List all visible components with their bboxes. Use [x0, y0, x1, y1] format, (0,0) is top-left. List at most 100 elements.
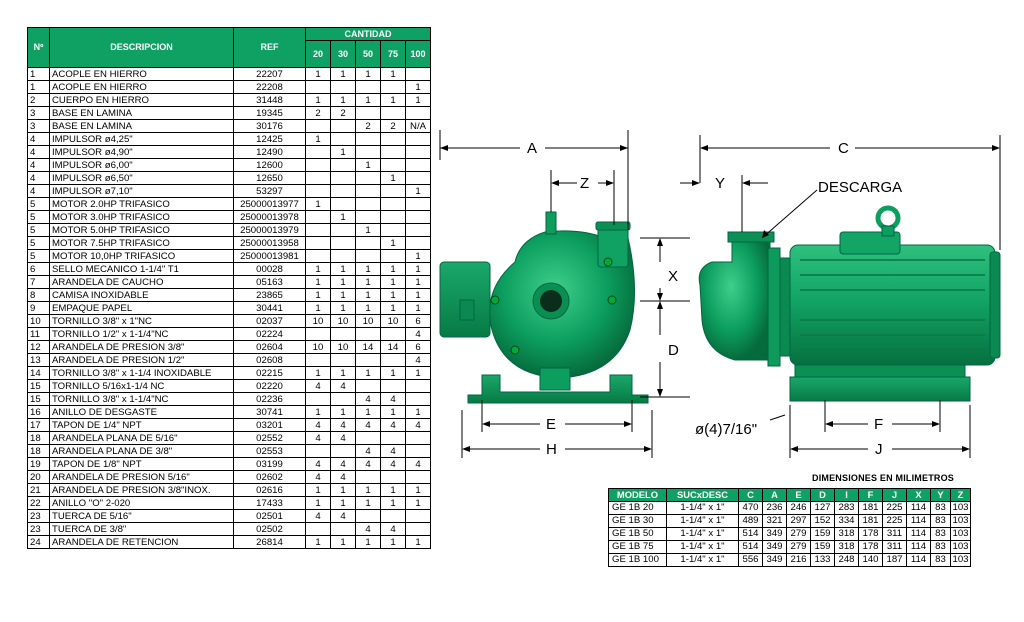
dimensions-cell: 1-1/4" x 1" — [666, 553, 739, 567]
part-ref: 02608 — [233, 353, 306, 367]
part-qty — [305, 353, 331, 367]
part-number: 15 — [27, 392, 50, 406]
dimensions-cell: 248 — [834, 553, 859, 567]
dimensions-header-cell: SUCxDESC — [666, 488, 739, 502]
dimensions-model: GE 1B 20 — [608, 501, 667, 515]
part-qty: 1 — [305, 496, 331, 510]
dimensions-cell: 83 — [930, 501, 951, 515]
part-qty: 1 — [355, 483, 381, 497]
part-qty: 1 — [404, 275, 432, 289]
part-ref: 05163 — [233, 275, 306, 289]
header-num: Nº — [27, 27, 50, 68]
part-description: IMPULSOR ø4,90" — [49, 145, 234, 159]
part-qty — [380, 327, 406, 341]
dimensions-cell: 514 — [738, 527, 763, 541]
part-number: 6 — [27, 262, 50, 276]
part-qty: 10 — [380, 314, 406, 328]
part-qty: 1 — [305, 93, 331, 107]
dimensions-header-cell: A — [762, 488, 787, 502]
dimensions-cell: 318 — [834, 540, 859, 554]
part-qty: 1 — [404, 262, 432, 276]
part-qty — [305, 145, 331, 159]
part-description: IMPULSOR ø6,00" — [49, 158, 234, 172]
part-ref: 03201 — [233, 418, 306, 432]
part-qty — [330, 184, 356, 198]
dimensions-cell: 283 — [834, 501, 859, 515]
part-description: ARANDELA DE PRESION 3/8"INOX. — [49, 483, 234, 497]
header-qty-30: 30 — [330, 40, 356, 68]
dim-label-z: Z — [580, 175, 589, 192]
dimension-lines — [439, 130, 1001, 458]
part-description: TORNILLO 3/8" x 1-1/4 INOXIDABLE — [49, 366, 234, 380]
part-qty: 4 — [305, 470, 331, 484]
part-qty — [355, 184, 381, 198]
dimensions-model: GE 1B 30 — [608, 514, 667, 528]
part-qty: 1 — [380, 288, 406, 302]
dimensions-header-cell: C — [738, 488, 763, 502]
part-ref: 30741 — [233, 405, 306, 419]
dimensions-header-cell: X — [906, 488, 931, 502]
part-qty: 4 — [380, 392, 406, 406]
part-qty — [330, 236, 356, 250]
part-qty: 1 — [355, 405, 381, 419]
part-qty — [305, 210, 331, 224]
part-number: 2 — [27, 93, 50, 107]
part-description: TORNILLO 3/8" x 1"NC — [49, 314, 234, 328]
dimensions-cell: 114 — [906, 514, 931, 528]
part-qty: 1 — [380, 67, 406, 81]
part-number: 12 — [27, 340, 50, 354]
part-qty: 14 — [380, 340, 406, 354]
dimensions-cell: 556 — [738, 553, 763, 567]
part-number: 5 — [27, 210, 50, 224]
dimensions-cell: 159 — [810, 527, 835, 541]
dimensions-cell: 489 — [738, 514, 763, 528]
part-qty — [404, 509, 432, 523]
part-qty: 1 — [355, 535, 381, 549]
part-qty — [404, 106, 432, 120]
dimensions-cell: 225 — [882, 514, 907, 528]
part-qty: 1 — [305, 535, 331, 549]
dimensions-cell: 246 — [786, 501, 811, 515]
part-qty: 1 — [305, 197, 331, 211]
part-qty: 4 — [355, 392, 381, 406]
part-qty: 1 — [380, 262, 406, 276]
dimensions-cell: 1-1/4" x 1" — [666, 540, 739, 554]
part-ref: 12600 — [233, 158, 306, 172]
part-qty — [380, 80, 406, 94]
part-number: 24 — [27, 535, 50, 549]
dimensions-cell: 311 — [882, 540, 907, 554]
dimensions-cell: 133 — [810, 553, 835, 567]
part-qty — [330, 353, 356, 367]
part-qty — [330, 327, 356, 341]
part-qty — [380, 431, 406, 445]
part-qty — [380, 184, 406, 198]
dimensions-cell: 114 — [906, 501, 931, 515]
part-ref: 12650 — [233, 171, 306, 185]
dimensions-cell: 279 — [786, 527, 811, 541]
part-qty — [404, 145, 432, 159]
dimensions-cell: 279 — [786, 540, 811, 554]
dimensions-cell: 103 — [950, 527, 971, 541]
part-qty — [330, 132, 356, 146]
dimensions-header-cell: Y — [930, 488, 951, 502]
part-number: 3 — [27, 119, 50, 133]
part-ref: 02215 — [233, 366, 306, 380]
part-number: 8 — [27, 288, 50, 302]
part-qty: 1 — [330, 535, 356, 549]
dimensions-cell: 514 — [738, 540, 763, 554]
part-number: 20 — [27, 470, 50, 484]
part-qty — [404, 522, 432, 536]
dimensions-cell: 178 — [858, 527, 883, 541]
part-qty: 4 — [404, 353, 432, 367]
part-qty: 4 — [330, 418, 356, 432]
part-qty — [330, 444, 356, 458]
part-qty — [380, 145, 406, 159]
